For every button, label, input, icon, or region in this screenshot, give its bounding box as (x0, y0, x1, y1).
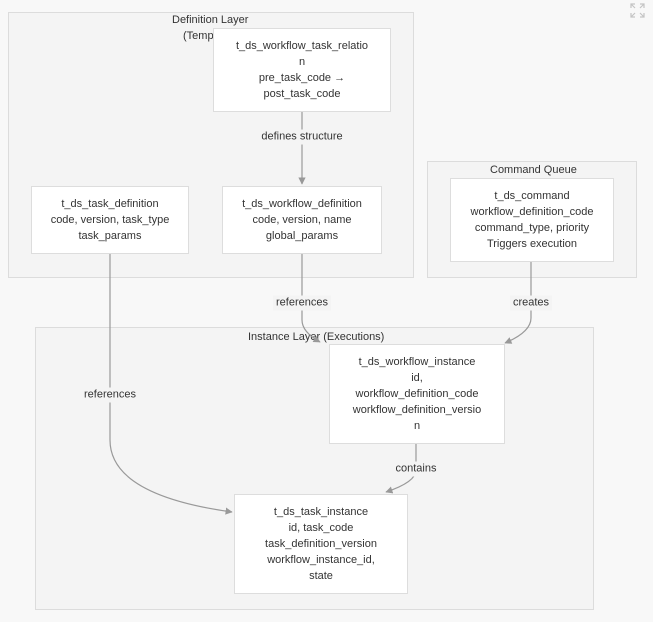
node-line: id, task_code (288, 522, 354, 534)
node-workflow-instance[interactable]: t_ds_workflow_instance id, workflow_defi… (329, 344, 505, 444)
node-line: t_ds_command (494, 190, 570, 202)
expand-icon[interactable] (630, 3, 645, 18)
node-line: workflow_instance_id, (267, 554, 375, 566)
node-line: command_type, priority (474, 222, 590, 234)
node-line: code, version, task_type (50, 214, 170, 226)
node-line: t_ds_workflow_instance (358, 356, 476, 368)
node-task-definition[interactable]: t_ds_task_definition code, version, task… (31, 186, 189, 254)
edge-label-defines-structure: defines structure (258, 129, 346, 145)
node-command[interactable]: t_ds_command workflow_definition_code co… (450, 178, 614, 262)
node-line: task_definition_version (265, 538, 377, 550)
command-queue-title: Command Queue (490, 164, 577, 176)
node-line: workflow_definition_code (355, 388, 479, 400)
node-workflow-task-relation[interactable]: t_ds_workflow_task_relatio n pre_task_co… (213, 28, 391, 112)
node-workflow-definition[interactable]: t_ds_workflow_definition code, version, … (222, 186, 382, 254)
definition-layer-subtitle: (Temp (183, 30, 214, 42)
node-line: t_ds_task_instance (273, 506, 369, 518)
node-line: t_ds_task_definition (61, 198, 159, 210)
node-line: task_params (78, 230, 142, 242)
node-line: code, version, name (252, 214, 352, 226)
edge-label-references-workflow: references (273, 295, 331, 311)
edge-label-contains: contains (392, 461, 440, 477)
edge-label-references-task: references (81, 387, 139, 403)
node-line: Triggers execution (486, 238, 578, 250)
node-line: id, (411, 372, 423, 384)
node-line: n (413, 420, 421, 432)
node-line: global_params (265, 230, 339, 242)
node-line: t_ds_workflow_definition (242, 198, 362, 210)
node-line: n (298, 56, 306, 68)
node-line: workflow_definition_versio (352, 404, 482, 416)
node-task-instance[interactable]: t_ds_task_instance id, task_code task_de… (234, 494, 408, 594)
edge-label-creates: creates (509, 295, 553, 311)
node-line: pre_task_code → (258, 72, 346, 84)
node-line: post_task_code (263, 88, 341, 100)
node-line: workflow_definition_code (470, 206, 594, 218)
node-line: state (309, 570, 333, 582)
definition-layer-title: Definition Layer (172, 14, 249, 26)
node-line: t_ds_workflow_task_relatio (235, 40, 369, 52)
instance-layer-title: Instance Layer (Executions) (248, 331, 385, 343)
